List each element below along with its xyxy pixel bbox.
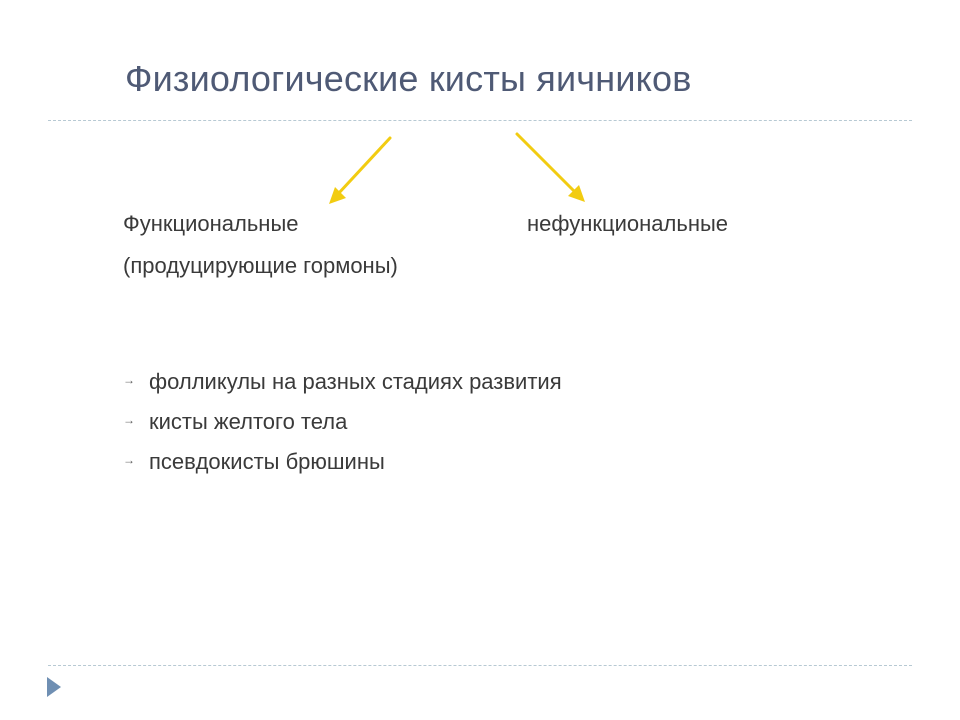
slide-title: Физиологические кисты яичников — [125, 58, 692, 99]
list-item: → фолликулы на разных стадиях развития — [123, 369, 562, 409]
top-divider — [48, 120, 912, 121]
bullet-text: псевдокисты брюшины — [149, 449, 385, 474]
arrow-right-icon: → — [123, 413, 135, 427]
bottom-divider — [48, 665, 912, 666]
bullet-text: кисты желтого тела — [149, 409, 348, 434]
list-item: → псевдокисты брюшины — [123, 449, 562, 489]
bullet-text: фолликулы на разных стадиях развития — [149, 369, 562, 394]
functional-sublabel: (продуцирующие гормоны) — [123, 253, 398, 278]
arrow-right-icon: → — [123, 453, 135, 467]
bullet-list: → фолликулы на разных стадиях развития →… — [123, 369, 562, 489]
nonfunctional-label: нефункциональные — [527, 211, 729, 236]
arrow-left-icon — [329, 136, 392, 204]
arrow-right-icon — [515, 132, 585, 202]
functional-label: Функциональные — [123, 211, 299, 236]
arrow-right-icon: → — [123, 373, 135, 387]
list-item: → кисты желтого тела — [123, 409, 562, 449]
